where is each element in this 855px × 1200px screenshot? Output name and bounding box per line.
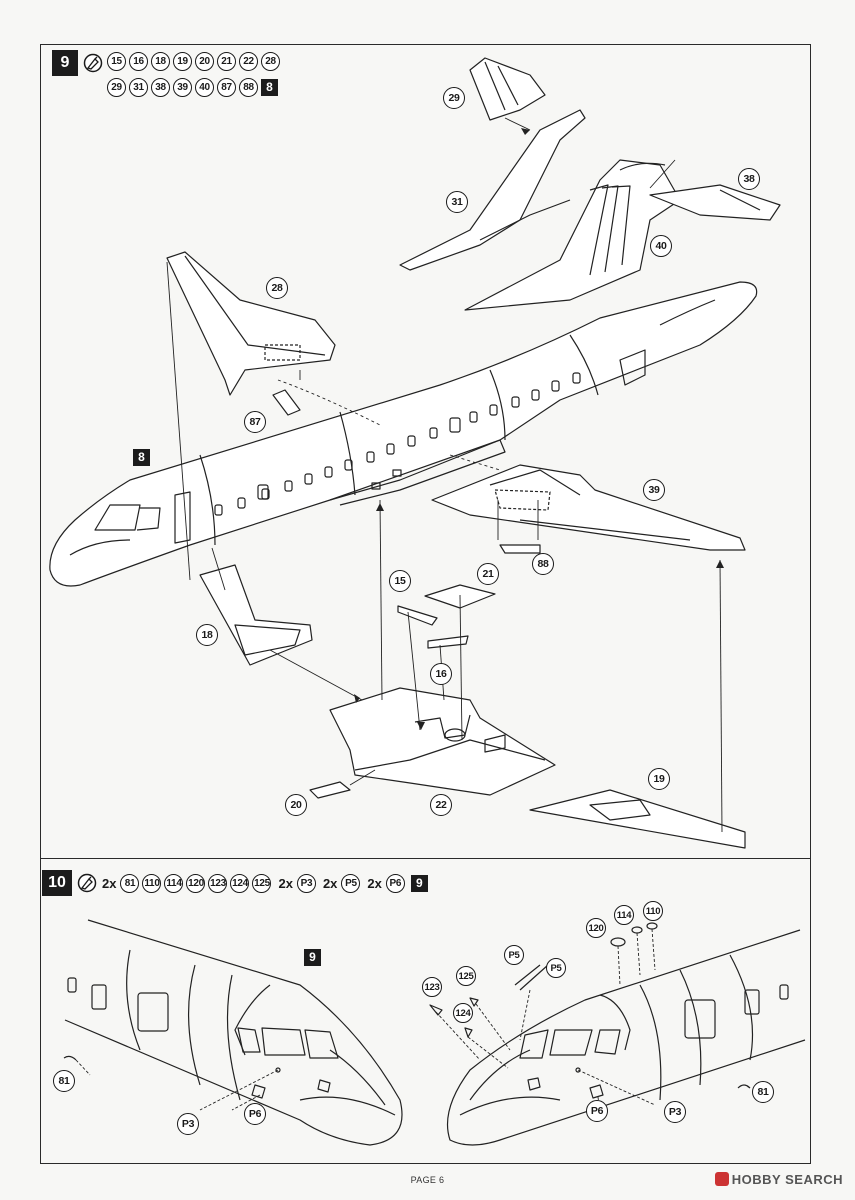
right-cockpit-window xyxy=(594,1029,621,1055)
part-number: 38 xyxy=(151,78,170,97)
part-number: 110 xyxy=(142,874,162,893)
step-ref-box: 8 xyxy=(261,79,278,96)
callout-p3-left: P3 xyxy=(177,1113,199,1135)
callout-38: 38 xyxy=(738,168,760,190)
part-16 xyxy=(427,635,469,649)
fuselage-step-ref: 8 xyxy=(133,449,150,466)
part-number: 28 xyxy=(261,52,280,71)
callout-22: 22 xyxy=(430,794,452,816)
step-9-exploded-view xyxy=(49,57,781,849)
watermark-logo-icon xyxy=(714,1172,729,1186)
part-number: 20 xyxy=(195,52,214,71)
vertical-fin-31 xyxy=(399,109,586,271)
glue-icon xyxy=(77,873,97,893)
left-nose-view xyxy=(63,919,403,1146)
part-20 xyxy=(309,781,351,799)
callout-p5-b: P5 xyxy=(546,958,566,978)
callout-87: 87 xyxy=(244,411,266,433)
part-quantity: 2x xyxy=(102,876,117,891)
rudder-tip-29 xyxy=(469,57,546,121)
part-number: 19 xyxy=(173,52,192,71)
left-wing-18 xyxy=(199,564,313,666)
part-number: 31 xyxy=(129,78,148,97)
watermark-text: HOBBY SEARCH xyxy=(731,1172,843,1187)
callout-31: 31 xyxy=(446,191,468,213)
part-number: 29 xyxy=(107,78,126,97)
part-number: 16 xyxy=(129,52,148,71)
part-number: 88 xyxy=(239,78,258,97)
part-number: 21 xyxy=(217,52,236,71)
part-quantity: 2x xyxy=(278,876,293,891)
callout-21: 21 xyxy=(477,563,499,585)
watermark: HOBBY SEARCH xyxy=(714,1172,843,1187)
right-stabilizer-38 xyxy=(649,184,781,221)
part-number: 125 xyxy=(252,874,272,893)
part-number: 40 xyxy=(195,78,214,97)
right-wing-19 xyxy=(529,789,746,849)
nose-step-ref: 9 xyxy=(304,949,321,966)
step-ref-box: 9 xyxy=(410,875,428,892)
callout-110: 110 xyxy=(643,901,663,921)
part-quantity: 2x xyxy=(322,876,338,891)
part-number: 123 xyxy=(208,874,228,893)
page-number: PAGE 6 xyxy=(410,1175,445,1185)
step-9-parts-row-2: 29 31 38 39 40 87 88 8 xyxy=(107,78,278,97)
part-15 xyxy=(397,605,438,626)
fuselage-windows xyxy=(214,372,581,516)
part-number: 124 xyxy=(230,874,250,893)
callout-19: 19 xyxy=(648,768,670,790)
left-stabilizer-28 xyxy=(166,251,336,396)
callout-39: 39 xyxy=(643,479,665,501)
step-9-parts-row-1: 15 16 18 19 20 21 22 28 xyxy=(107,52,280,71)
instruction-frame xyxy=(40,44,811,1164)
part-number: P3 xyxy=(296,874,316,893)
callout-p6-right: P6 xyxy=(586,1100,608,1122)
callout-114: 114 xyxy=(614,905,634,925)
part-number: 18 xyxy=(151,52,170,71)
callout-124: 124 xyxy=(453,1003,473,1023)
callout-125: 125 xyxy=(456,966,476,986)
right-nose-view xyxy=(429,922,806,1146)
callout-p5-a: P5 xyxy=(504,945,524,965)
callout-29: 29 xyxy=(443,87,465,109)
callout-28: 28 xyxy=(266,277,288,299)
vertical-fin-40 xyxy=(464,159,681,311)
callout-20: 20 xyxy=(285,794,307,816)
glue-icon xyxy=(83,53,103,73)
fuselage-outline xyxy=(49,281,758,587)
callout-81-right: 81 xyxy=(752,1081,774,1103)
part-number: 114 xyxy=(164,874,184,893)
step-divider xyxy=(40,858,811,859)
part-quantity: 2x xyxy=(367,876,382,891)
step-9-number: 9 xyxy=(52,50,78,76)
part-number: 39 xyxy=(173,78,192,97)
part-number: 87 xyxy=(217,78,236,97)
part-number: P5 xyxy=(341,874,361,893)
callout-40: 40 xyxy=(650,235,672,257)
step-10-parts-row: 2x 81 110 114 120 123 124 125 2x P3 2x P… xyxy=(98,874,428,893)
cockpit-window xyxy=(94,504,141,531)
part-number: 120 xyxy=(186,874,206,893)
callout-p3-right: P3 xyxy=(664,1101,686,1123)
step-10-number: 10 xyxy=(42,870,72,896)
callout-p6-left: P6 xyxy=(244,1103,266,1125)
callout-15: 15 xyxy=(389,570,411,592)
part-number: 22 xyxy=(239,52,258,71)
center-wing-22 xyxy=(329,687,556,796)
part-number: P6 xyxy=(385,874,405,893)
right-wing-39 xyxy=(431,464,746,551)
left-cockpit-window xyxy=(237,1027,261,1053)
callout-123: 123 xyxy=(422,977,442,997)
callout-16: 16 xyxy=(430,663,452,685)
callout-120: 120 xyxy=(586,918,606,938)
callout-88: 88 xyxy=(532,553,554,575)
part-number: 15 xyxy=(107,52,126,71)
callout-18: 18 xyxy=(196,624,218,646)
callout-81-left: 81 xyxy=(53,1070,75,1092)
part-number: 81 xyxy=(120,874,140,893)
